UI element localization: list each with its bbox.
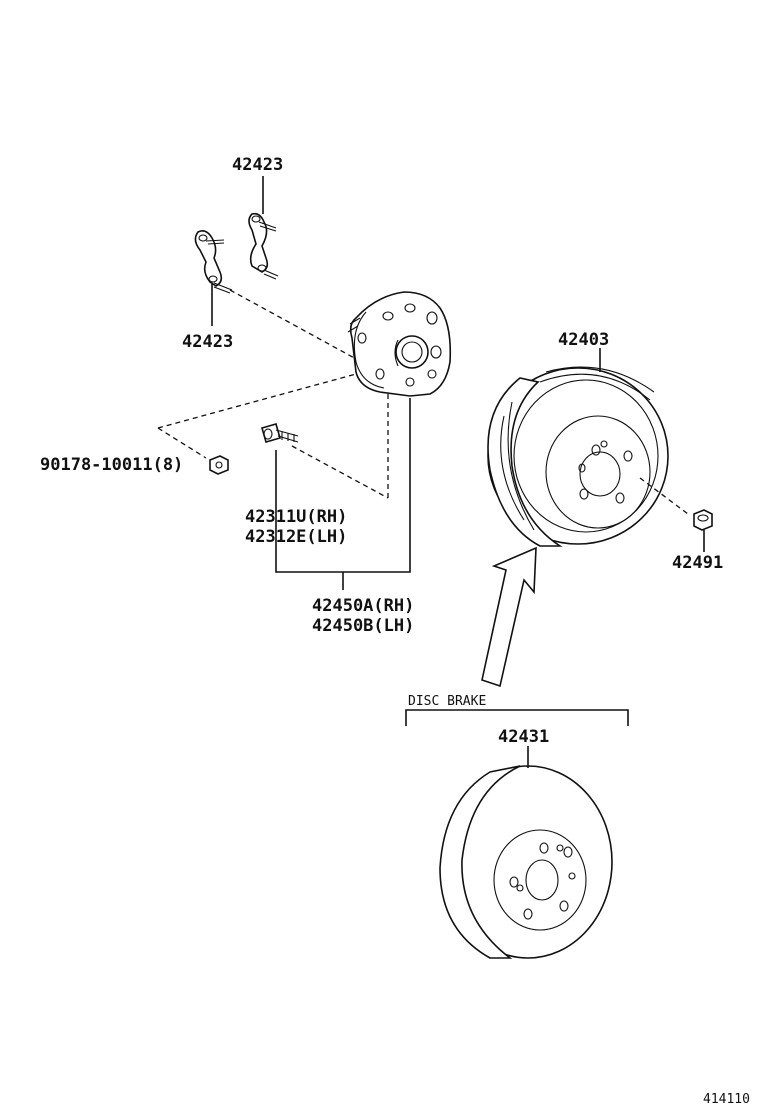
label-42450b-lh: 42450B(LH) — [312, 616, 414, 636]
brake-drum-icon[interactable] — [487, 366, 669, 547]
hub-bearing-icon[interactable] — [347, 291, 452, 397]
label-42312e-lh: 42312E(LH) — [245, 527, 347, 547]
label-42311u-rh: 42311U(RH) — [245, 507, 347, 527]
label-42403: 42403 — [558, 330, 609, 350]
label-90178-10011: 90178-10011(8) — [40, 455, 183, 475]
nut-icon[interactable] — [209, 455, 229, 475]
hub-bolt-icon[interactable] — [194, 230, 233, 294]
disc-rotor-icon[interactable] — [439, 765, 613, 959]
label-disc-brake: DISC BRAKE — [408, 694, 486, 709]
label-42450a-rh: 42450A(RH) — [312, 596, 414, 616]
diagram-code: 414110 — [703, 1092, 750, 1107]
label-42491: 42491 — [672, 553, 723, 573]
label-42423-bottom: 42423 — [182, 332, 233, 352]
arrow-icon — [481, 546, 537, 688]
hub-bolt-icon[interactable] — [261, 423, 299, 443]
hub-bolt-icon[interactable] — [248, 212, 279, 280]
lug-nut-icon[interactable] — [693, 509, 713, 531]
label-42431: 42431 — [498, 727, 549, 747]
label-42423-top: 42423 — [232, 155, 283, 175]
